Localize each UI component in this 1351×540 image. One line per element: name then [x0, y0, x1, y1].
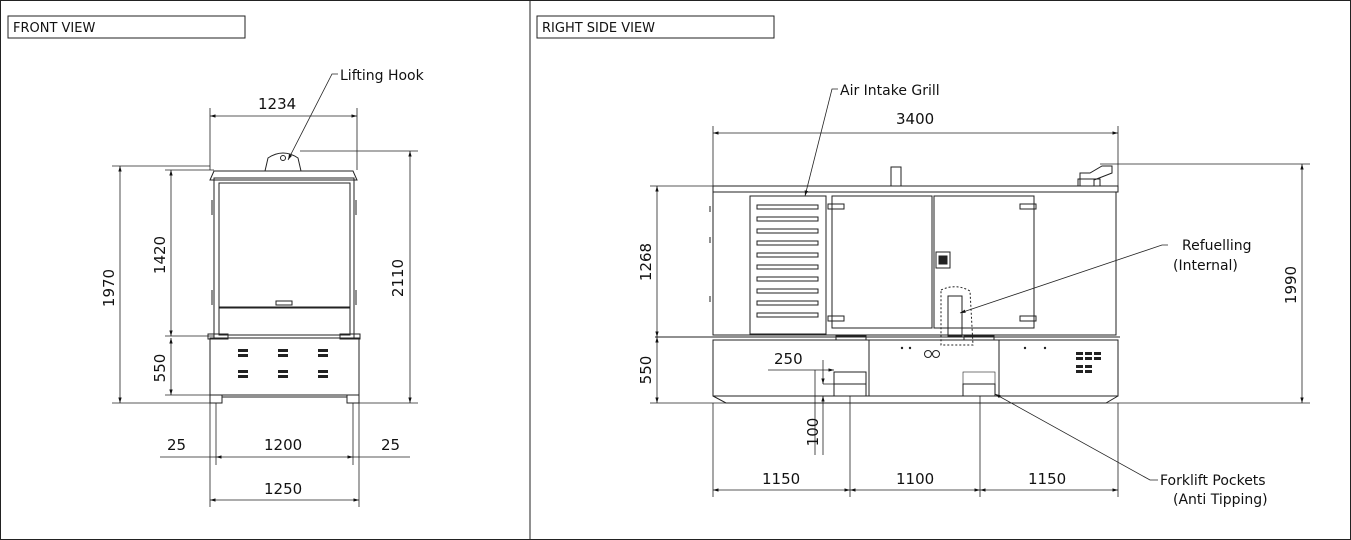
dim-front-total-height: 2110 — [389, 259, 407, 297]
dim-side-seg-left: 1150 — [762, 470, 800, 488]
dim-side-seg-right: 1150 — [1028, 470, 1066, 488]
dim-side-total-height: 1990 — [1282, 266, 1300, 304]
dim-front-overall-height: 1970 — [100, 269, 118, 307]
side-view: RIGHT SIDE VIEW — [536, 15, 1310, 508]
callout-refuelling: Refuelling — [1182, 238, 1252, 254]
side-canopy — [709, 165, 1119, 346]
callout-anti-tipping: (Anti Tipping) — [1173, 492, 1268, 508]
dim-front-canopy-height: 1420 — [151, 236, 169, 274]
dim-front-base-width: 1250 — [264, 480, 302, 498]
dim-side-base-height: 550 — [637, 356, 655, 385]
dim-front-base-height: 550 — [151, 354, 169, 383]
dim-front-inner-width: 1200 — [264, 436, 302, 454]
side-view-title: RIGHT SIDE VIEW — [542, 21, 655, 36]
callout-forklift-pockets: Forklift Pockets — [1160, 473, 1266, 489]
air-intake-grill — [756, 204, 819, 318]
front-base — [209, 337, 360, 404]
dim-side-canopy-height: 1268 — [637, 243, 655, 281]
callout-air-intake-grill: Air Intake Grill — [840, 83, 940, 99]
dim-pocket-offset: 250 — [774, 350, 803, 368]
front-view-title: FRONT VIEW — [13, 21, 95, 36]
dim-side-seg-mid: 1100 — [896, 470, 934, 488]
front-canopy — [207, 152, 361, 340]
dim-front-left-offset: 25 — [167, 436, 186, 454]
dim-front-top-width: 1234 — [258, 95, 296, 113]
front-dimension-lines — [112, 73, 418, 507]
dim-pocket-height: 100 — [804, 418, 822, 447]
front-view: FRONT VIEW — [7, 15, 425, 507]
dim-side-overall-length: 3400 — [896, 110, 934, 128]
side-view-title-box — [536, 15, 775, 39]
side-dimension-lines — [650, 88, 1310, 497]
callout-lifting-hook: Lifting Hook — [340, 68, 425, 84]
side-base — [655, 335, 1120, 404]
callout-refuelling-internal: (Internal) — [1173, 258, 1238, 274]
dim-front-right-offset: 25 — [381, 436, 400, 454]
front-view-title-box — [7, 15, 246, 39]
